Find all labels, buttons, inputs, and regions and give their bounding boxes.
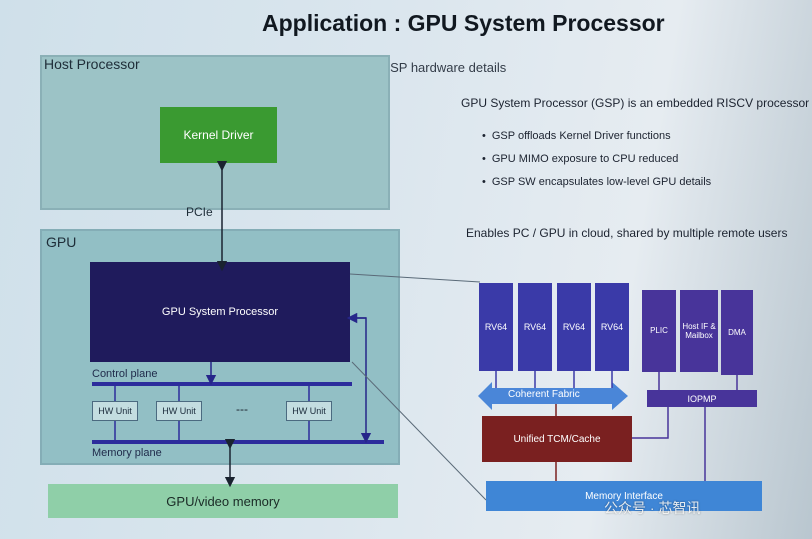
rv64-core-label: RV64 bbox=[523, 322, 547, 332]
rv64-core-label: RV64 bbox=[484, 322, 508, 332]
feature-bullet: GSP offloads Kernel Driver functions bbox=[482, 130, 711, 153]
hw-unit-label: HW Unit bbox=[292, 406, 326, 416]
rv64-core-label: RV64 bbox=[562, 322, 586, 332]
hw-unit-1: HW Unit bbox=[92, 401, 138, 421]
dma-label: DMA bbox=[728, 327, 746, 337]
rv64-core-3: RV64 bbox=[557, 283, 591, 371]
plic-label: PLIC bbox=[650, 326, 668, 336]
memory-interface-box: Memory Interface bbox=[486, 481, 762, 511]
unified-tcm-cache-box: Unified TCM/Cache bbox=[482, 416, 632, 462]
description-heading: GPU System Processor (GSP) is an embedde… bbox=[461, 96, 810, 110]
coherent-fabric-arrow bbox=[478, 382, 628, 410]
iopmp-label: IOPMP bbox=[687, 393, 717, 404]
gpu-label: GPU bbox=[46, 234, 77, 250]
host-if-mailbox-label: Host IF & Mailbox bbox=[682, 321, 716, 340]
description-footer: Enables PC / GPU in cloud, shared by mul… bbox=[466, 226, 788, 240]
control-plane-bus bbox=[92, 382, 352, 386]
iopmp-box: IOPMP bbox=[647, 390, 757, 407]
unified-tcm-cache-label: Unified TCM/Cache bbox=[513, 433, 601, 445]
kernel-driver-box: Kernel Driver bbox=[160, 107, 277, 163]
hw-unit-2: HW Unit bbox=[156, 401, 202, 421]
gsp-memory-loop bbox=[352, 317, 372, 444]
hw-unit-label: HW Unit bbox=[98, 406, 132, 416]
kernel-driver-label: Kernel Driver bbox=[183, 128, 254, 142]
zoom-line-top bbox=[349, 273, 481, 283]
gsp-box: GPU System Processor bbox=[90, 262, 350, 362]
hw-unit-ellipsis: --- bbox=[236, 402, 248, 416]
rv64-core-1: RV64 bbox=[479, 283, 513, 371]
coherent-fabric-label: Coherent Fabric bbox=[508, 389, 580, 400]
core-fabric-connectors bbox=[495, 371, 613, 388]
feature-bullet-list: GSP offloads Kernel Driver functions GPU… bbox=[482, 130, 711, 199]
slide-subtitle: GSP hardware details bbox=[380, 60, 507, 75]
plic-box: PLIC bbox=[642, 290, 676, 372]
hw-unit-connectors bbox=[114, 386, 310, 440]
hw-unit-3: HW Unit bbox=[286, 401, 332, 421]
rv64-core-2: RV64 bbox=[518, 283, 552, 371]
host-processor-label: Host Processor bbox=[44, 56, 140, 72]
feature-bullet: GSP SW encapsulates low-level GPU detail… bbox=[482, 176, 711, 199]
peripheral-connectors bbox=[632, 372, 738, 481]
pcie-label: PCIe bbox=[186, 205, 213, 219]
memory-plane-bus bbox=[92, 440, 384, 444]
gsp-label: GPU System Processor bbox=[161, 306, 279, 318]
video-memory-label: GPU/video memory bbox=[166, 493, 280, 509]
rv64-core-label: RV64 bbox=[600, 322, 624, 332]
video-memory-box: GPU/video memory bbox=[48, 484, 398, 518]
memory-plane-label: Memory plane bbox=[92, 447, 162, 459]
memory-interface-label: Memory Interface bbox=[585, 490, 663, 502]
zoom-line-bottom bbox=[351, 361, 487, 501]
control-plane-label: Control plane bbox=[92, 368, 158, 380]
rv64-core-4: RV64 bbox=[595, 283, 629, 371]
host-if-mailbox-box: Host IF & Mailbox bbox=[680, 290, 718, 372]
dma-box: DMA bbox=[721, 290, 753, 375]
feature-bullet: GPU MIMO exposure to CPU reduced bbox=[482, 153, 711, 176]
hw-unit-label: HW Unit bbox=[162, 406, 196, 416]
watermark: 公众号 · 芯智讯 bbox=[604, 500, 701, 516]
slide-title: Application : GPU System Processor bbox=[262, 10, 665, 36]
